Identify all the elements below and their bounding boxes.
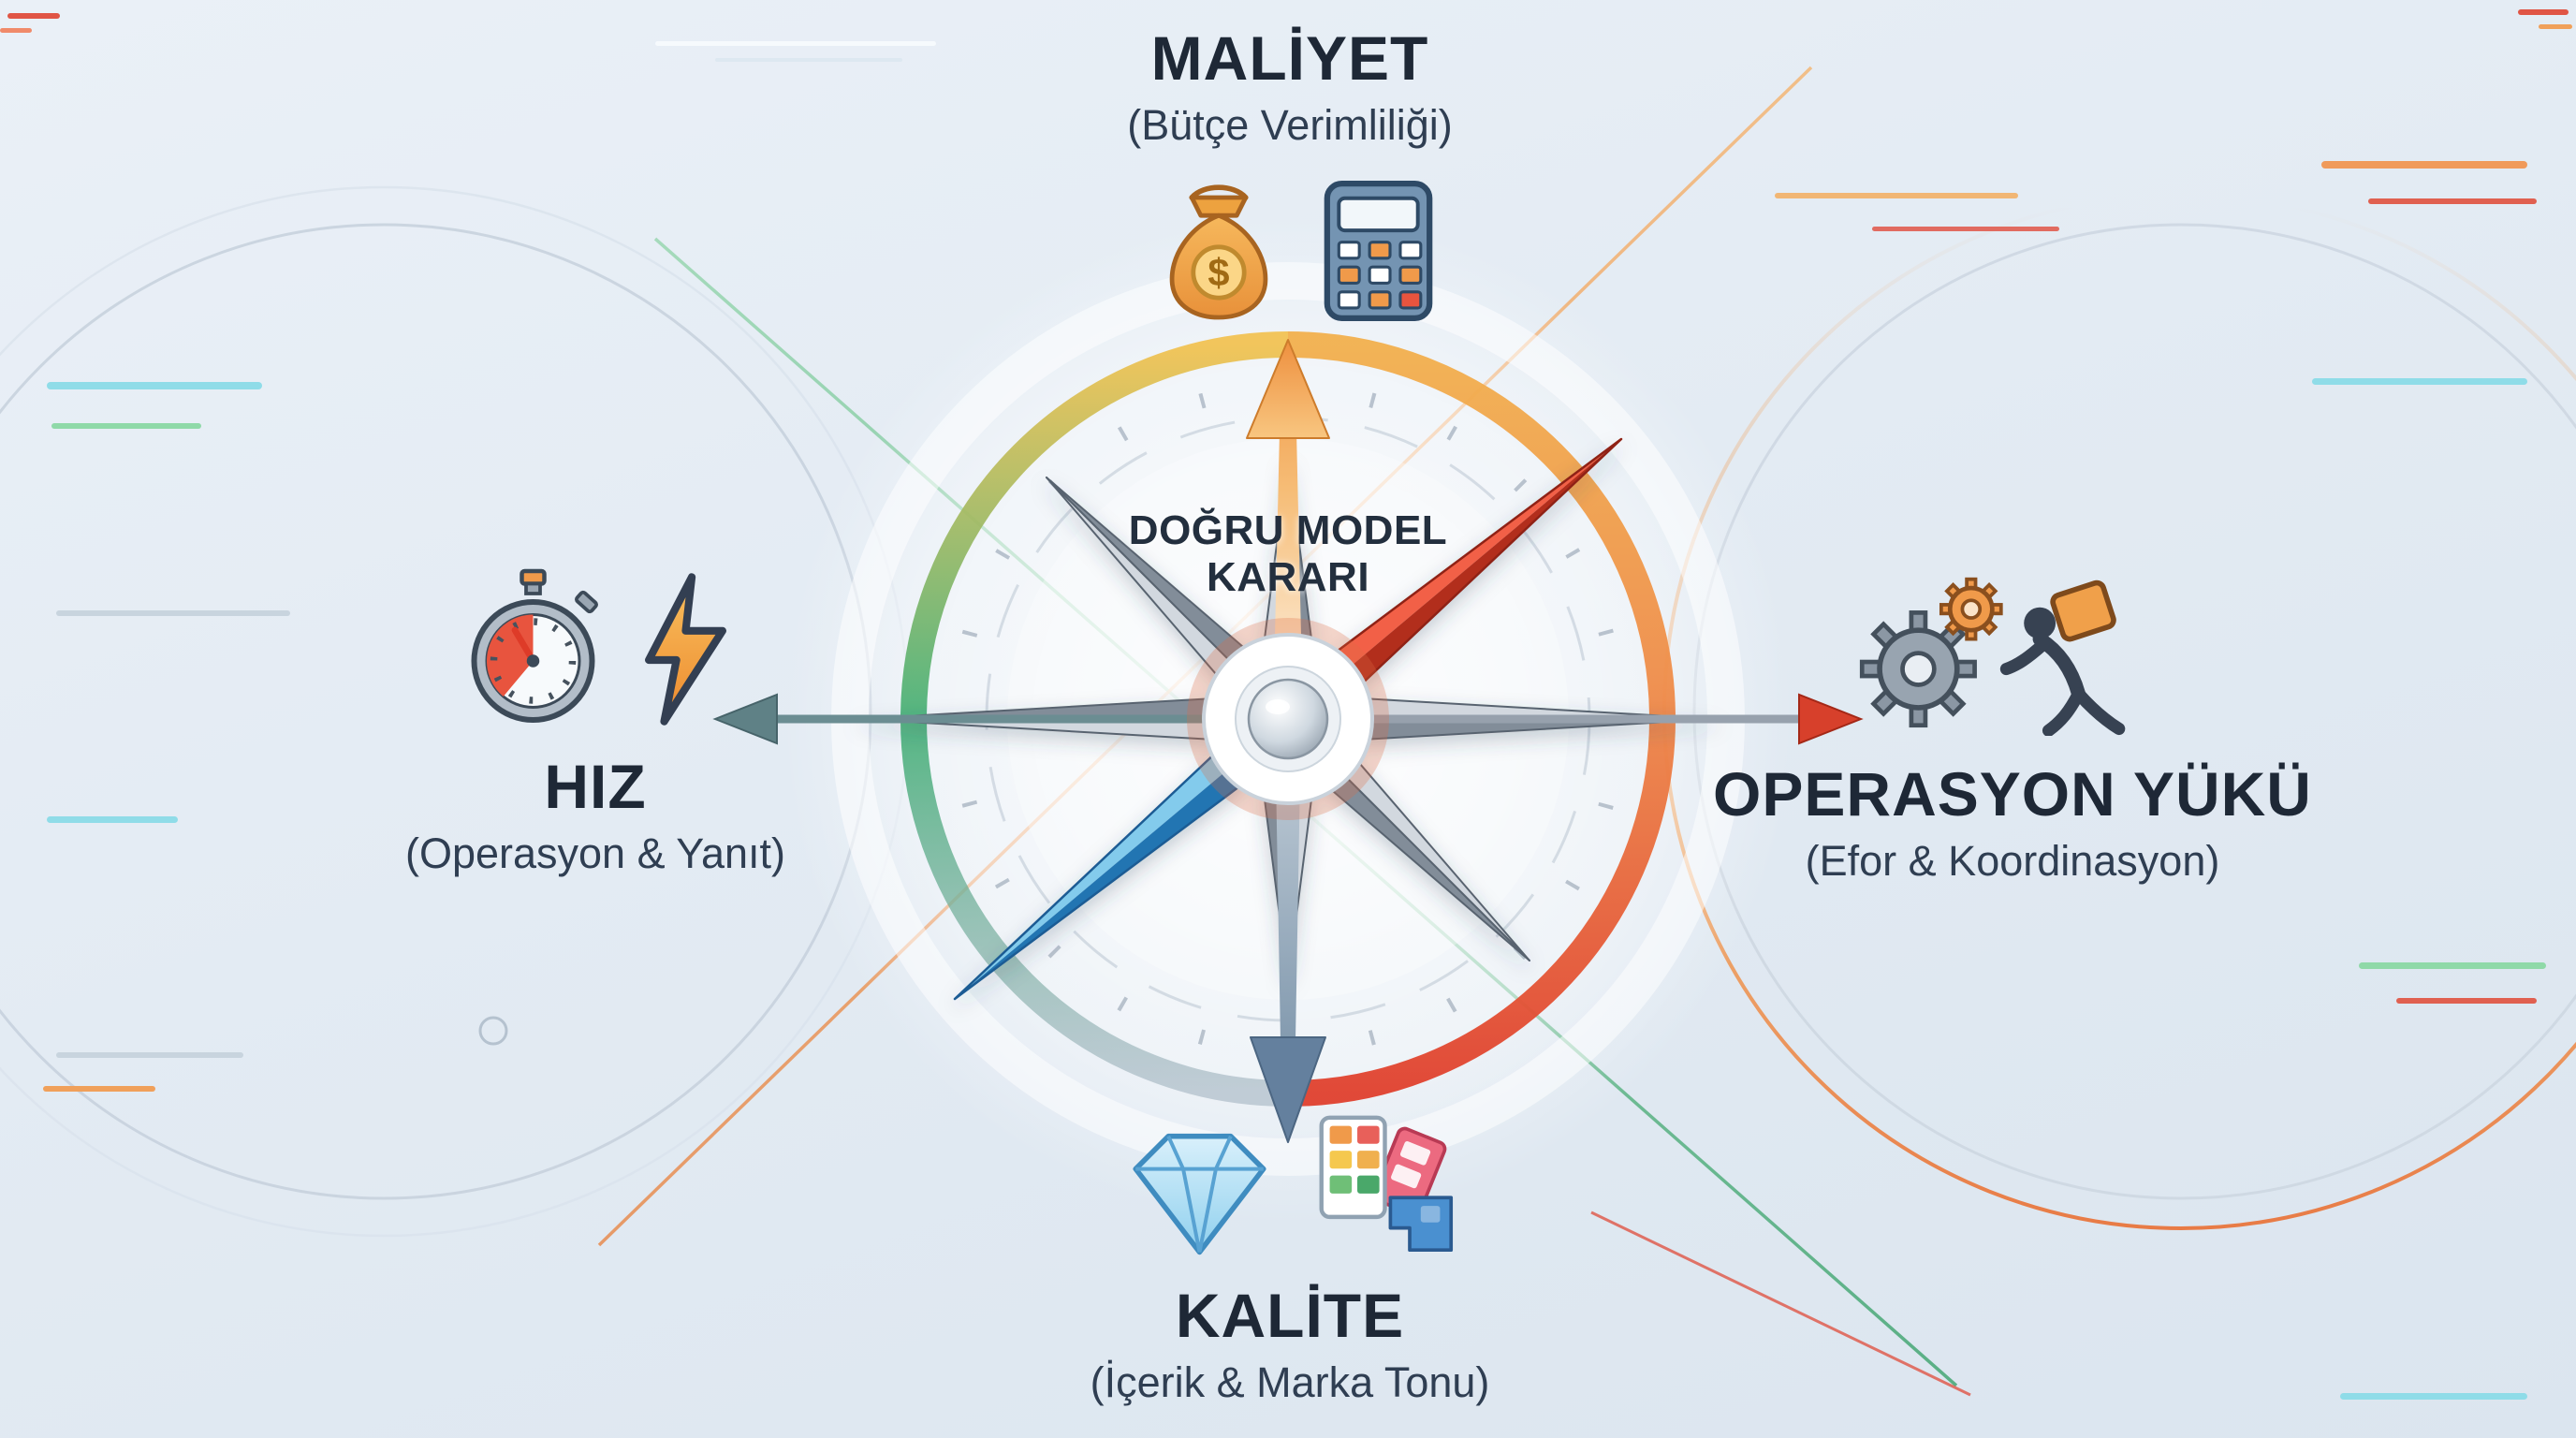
axis-right-label: OPERASYON YÜKÜ	[1713, 759, 2312, 829]
blue-needle-dark	[955, 719, 1288, 999]
center-title-line2: KARARI	[1206, 554, 1370, 601]
axis-right-operations: OPERASYON YÜKÜ (Efor & Koordinasyon)	[1685, 560, 2340, 886]
center-title-line1: DOĞRU MODEL	[1128, 507, 1448, 553]
axis-bottom-quality: KALİTE (İçerik & Marka Tonu)	[953, 1107, 1627, 1407]
money-bag-icon: $	[1169, 184, 1267, 320]
axis-top-cost: MALİYET (Bütçe Verimliliği) $	[915, 22, 1664, 326]
small-gear	[1939, 577, 2003, 641]
dollar-sign: $	[1208, 250, 1229, 294]
axis-bottom-sublabel: (İçerik & Marka Tonu)	[1090, 1358, 1490, 1406]
gears-icon	[1859, 577, 2126, 736]
hub-knob	[1247, 678, 1329, 760]
axis-right-icons	[1685, 560, 2340, 736]
worker-icon	[1999, 580, 2126, 736]
axis-top-label: MALİYET	[1150, 23, 1429, 93]
left-arrowhead	[712, 693, 778, 745]
axis-top-sublabel: (Bütçe Verimliliği)	[1127, 101, 1453, 149]
axis-left-sublabel: (Operasyon & Yanıt)	[404, 829, 786, 877]
down-arrowhead	[1250, 1036, 1326, 1143]
axis-bottom-label: KALİTE	[1175, 1281, 1405, 1350]
lightning-icon	[645, 573, 726, 726]
right-arrowhead	[1798, 693, 1864, 745]
axis-bottom-icons	[953, 1107, 1627, 1261]
compass-rose	[712, 213, 1864, 1225]
axis-left-speed: HIZ (Operasyon & Yanıt)	[277, 567, 914, 878]
axis-right-sublabel: (Efor & Koordinasyon)	[1805, 837, 2220, 885]
calculator-icon	[1324, 181, 1432, 321]
axis-top-icons: $	[915, 167, 1664, 326]
tech-accent-lines	[0, 9, 2572, 1400]
stopwatch-icon	[471, 568, 598, 723]
axis-left-icons	[277, 567, 914, 726]
diamond-icon	[1133, 1133, 1266, 1255]
red-needle-dark	[1288, 439, 1621, 719]
compass-hub	[1187, 618, 1389, 820]
axis-left-label: HIZ	[544, 752, 647, 821]
main-needles	[953, 437, 1623, 1001]
big-gear	[1859, 610, 1977, 728]
palette-icon	[1319, 1115, 1454, 1253]
center-title: DOĞRU MODEL KARARI	[1101, 507, 1475, 601]
up-arrowhead	[1246, 339, 1330, 439]
